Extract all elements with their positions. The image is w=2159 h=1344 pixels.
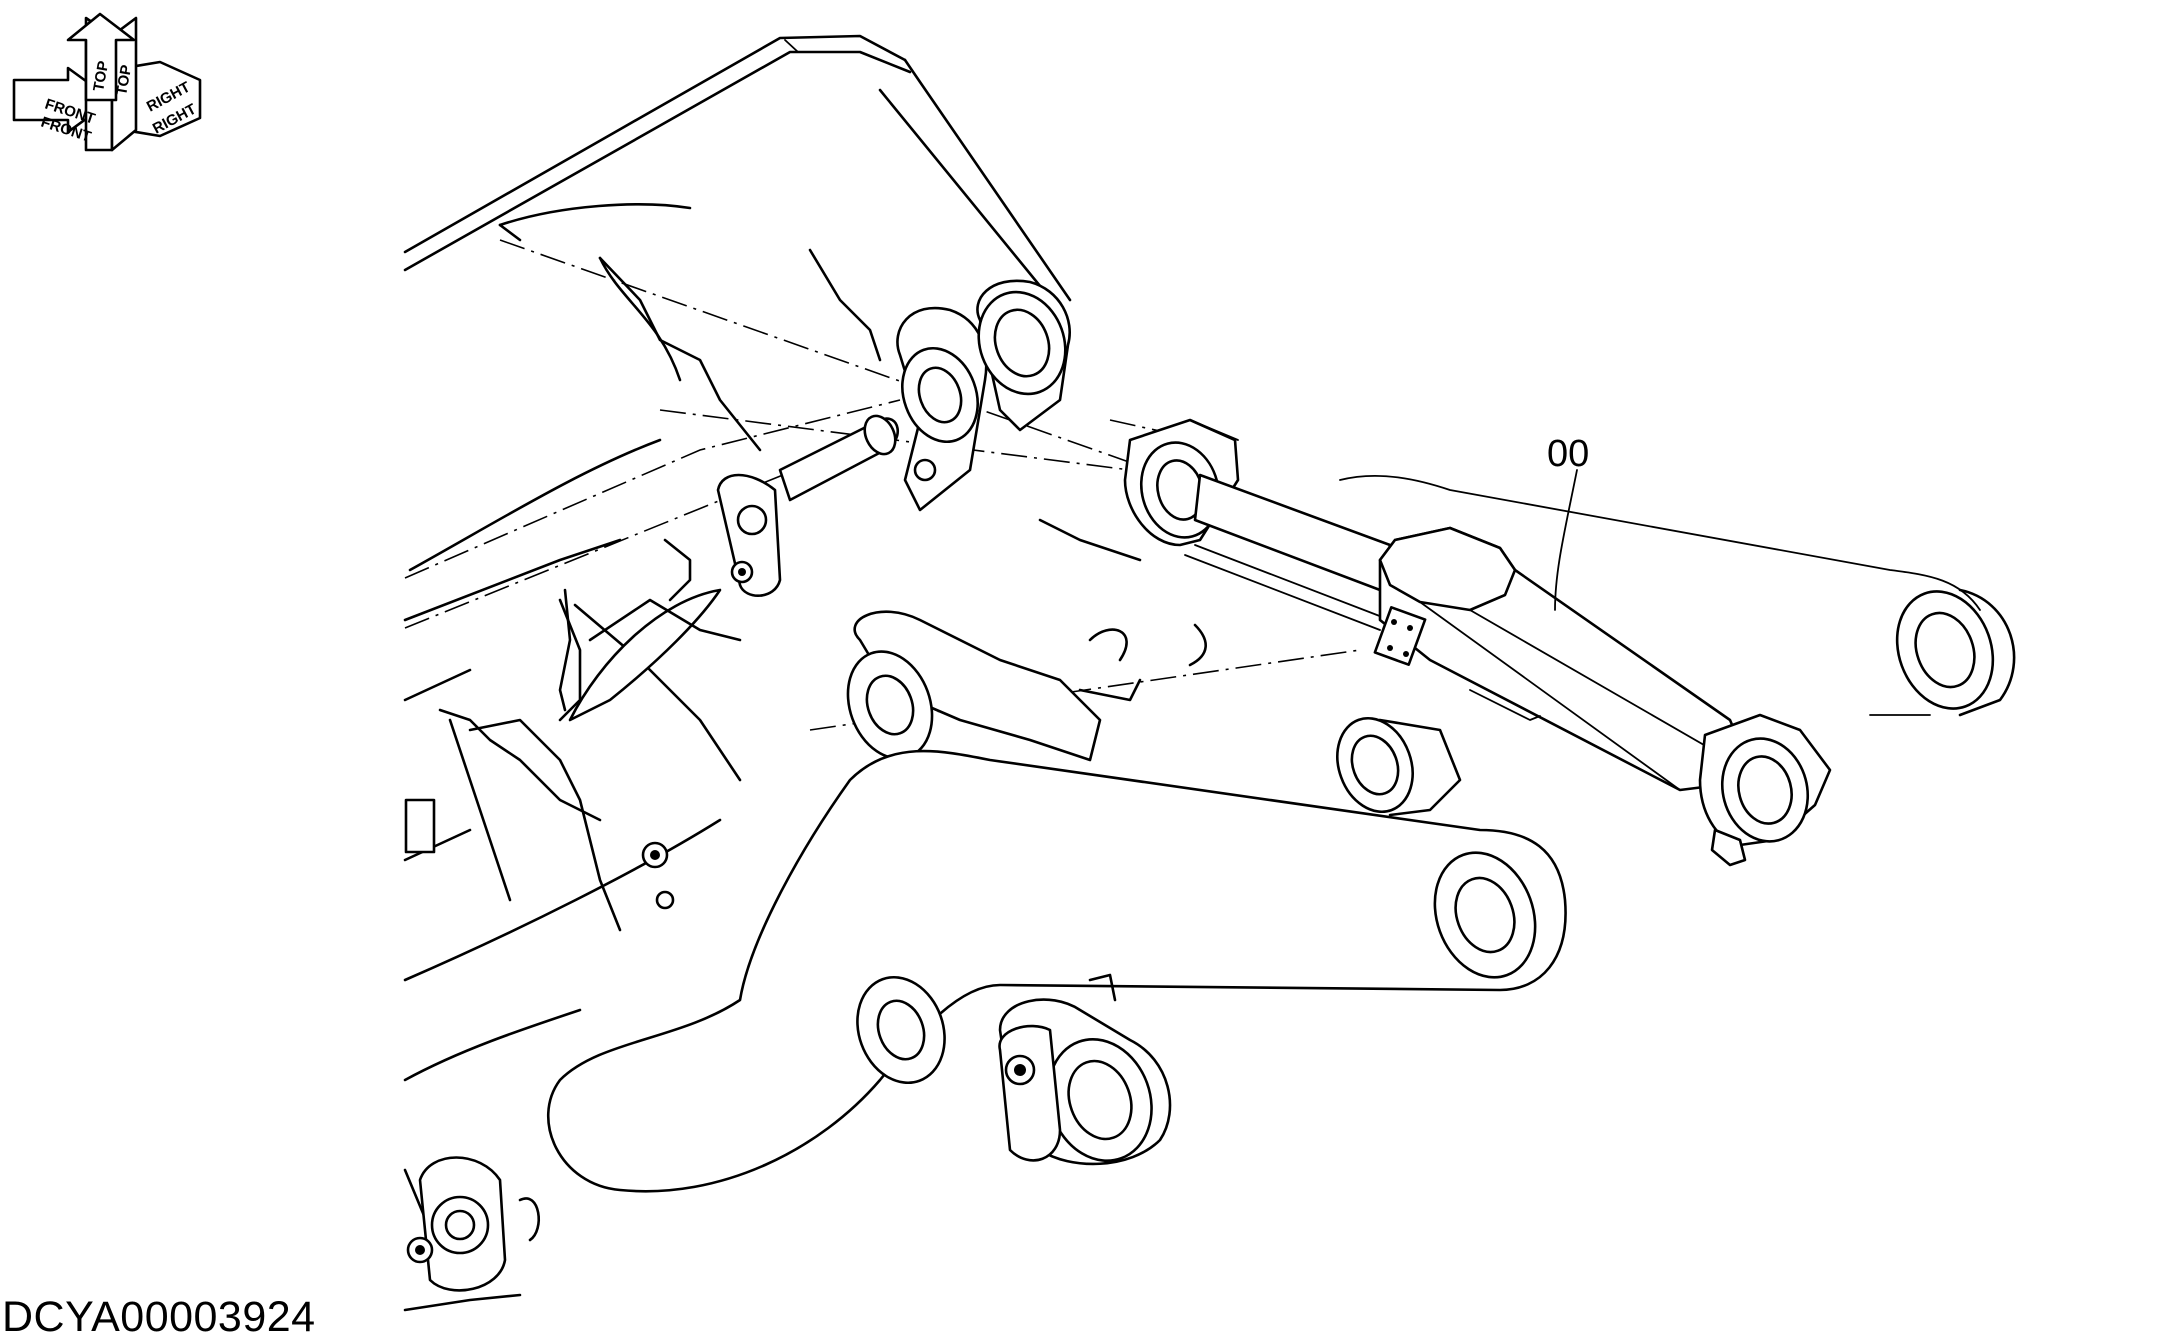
hydraulic-cylinder-00: 00 — [1123, 418, 2016, 867]
lift-arm — [406, 749, 1567, 1292]
bucket-frame — [403, 34, 1361, 1312]
orientation-label-top-1: TOP — [90, 60, 112, 93]
callout-part-number: 00 — [1547, 433, 1589, 475]
orientation-label-top-2: TOP — [113, 64, 135, 97]
callout-leader-line — [1554, 469, 1578, 611]
linkage-brackets — [558, 279, 1462, 817]
drawing-id-label: DCYA00003924 — [2, 1293, 316, 1341]
orientation-arrows-icon: TOP TOP FRONT FRONT RIGHT RIGHT — [12, 12, 202, 152]
